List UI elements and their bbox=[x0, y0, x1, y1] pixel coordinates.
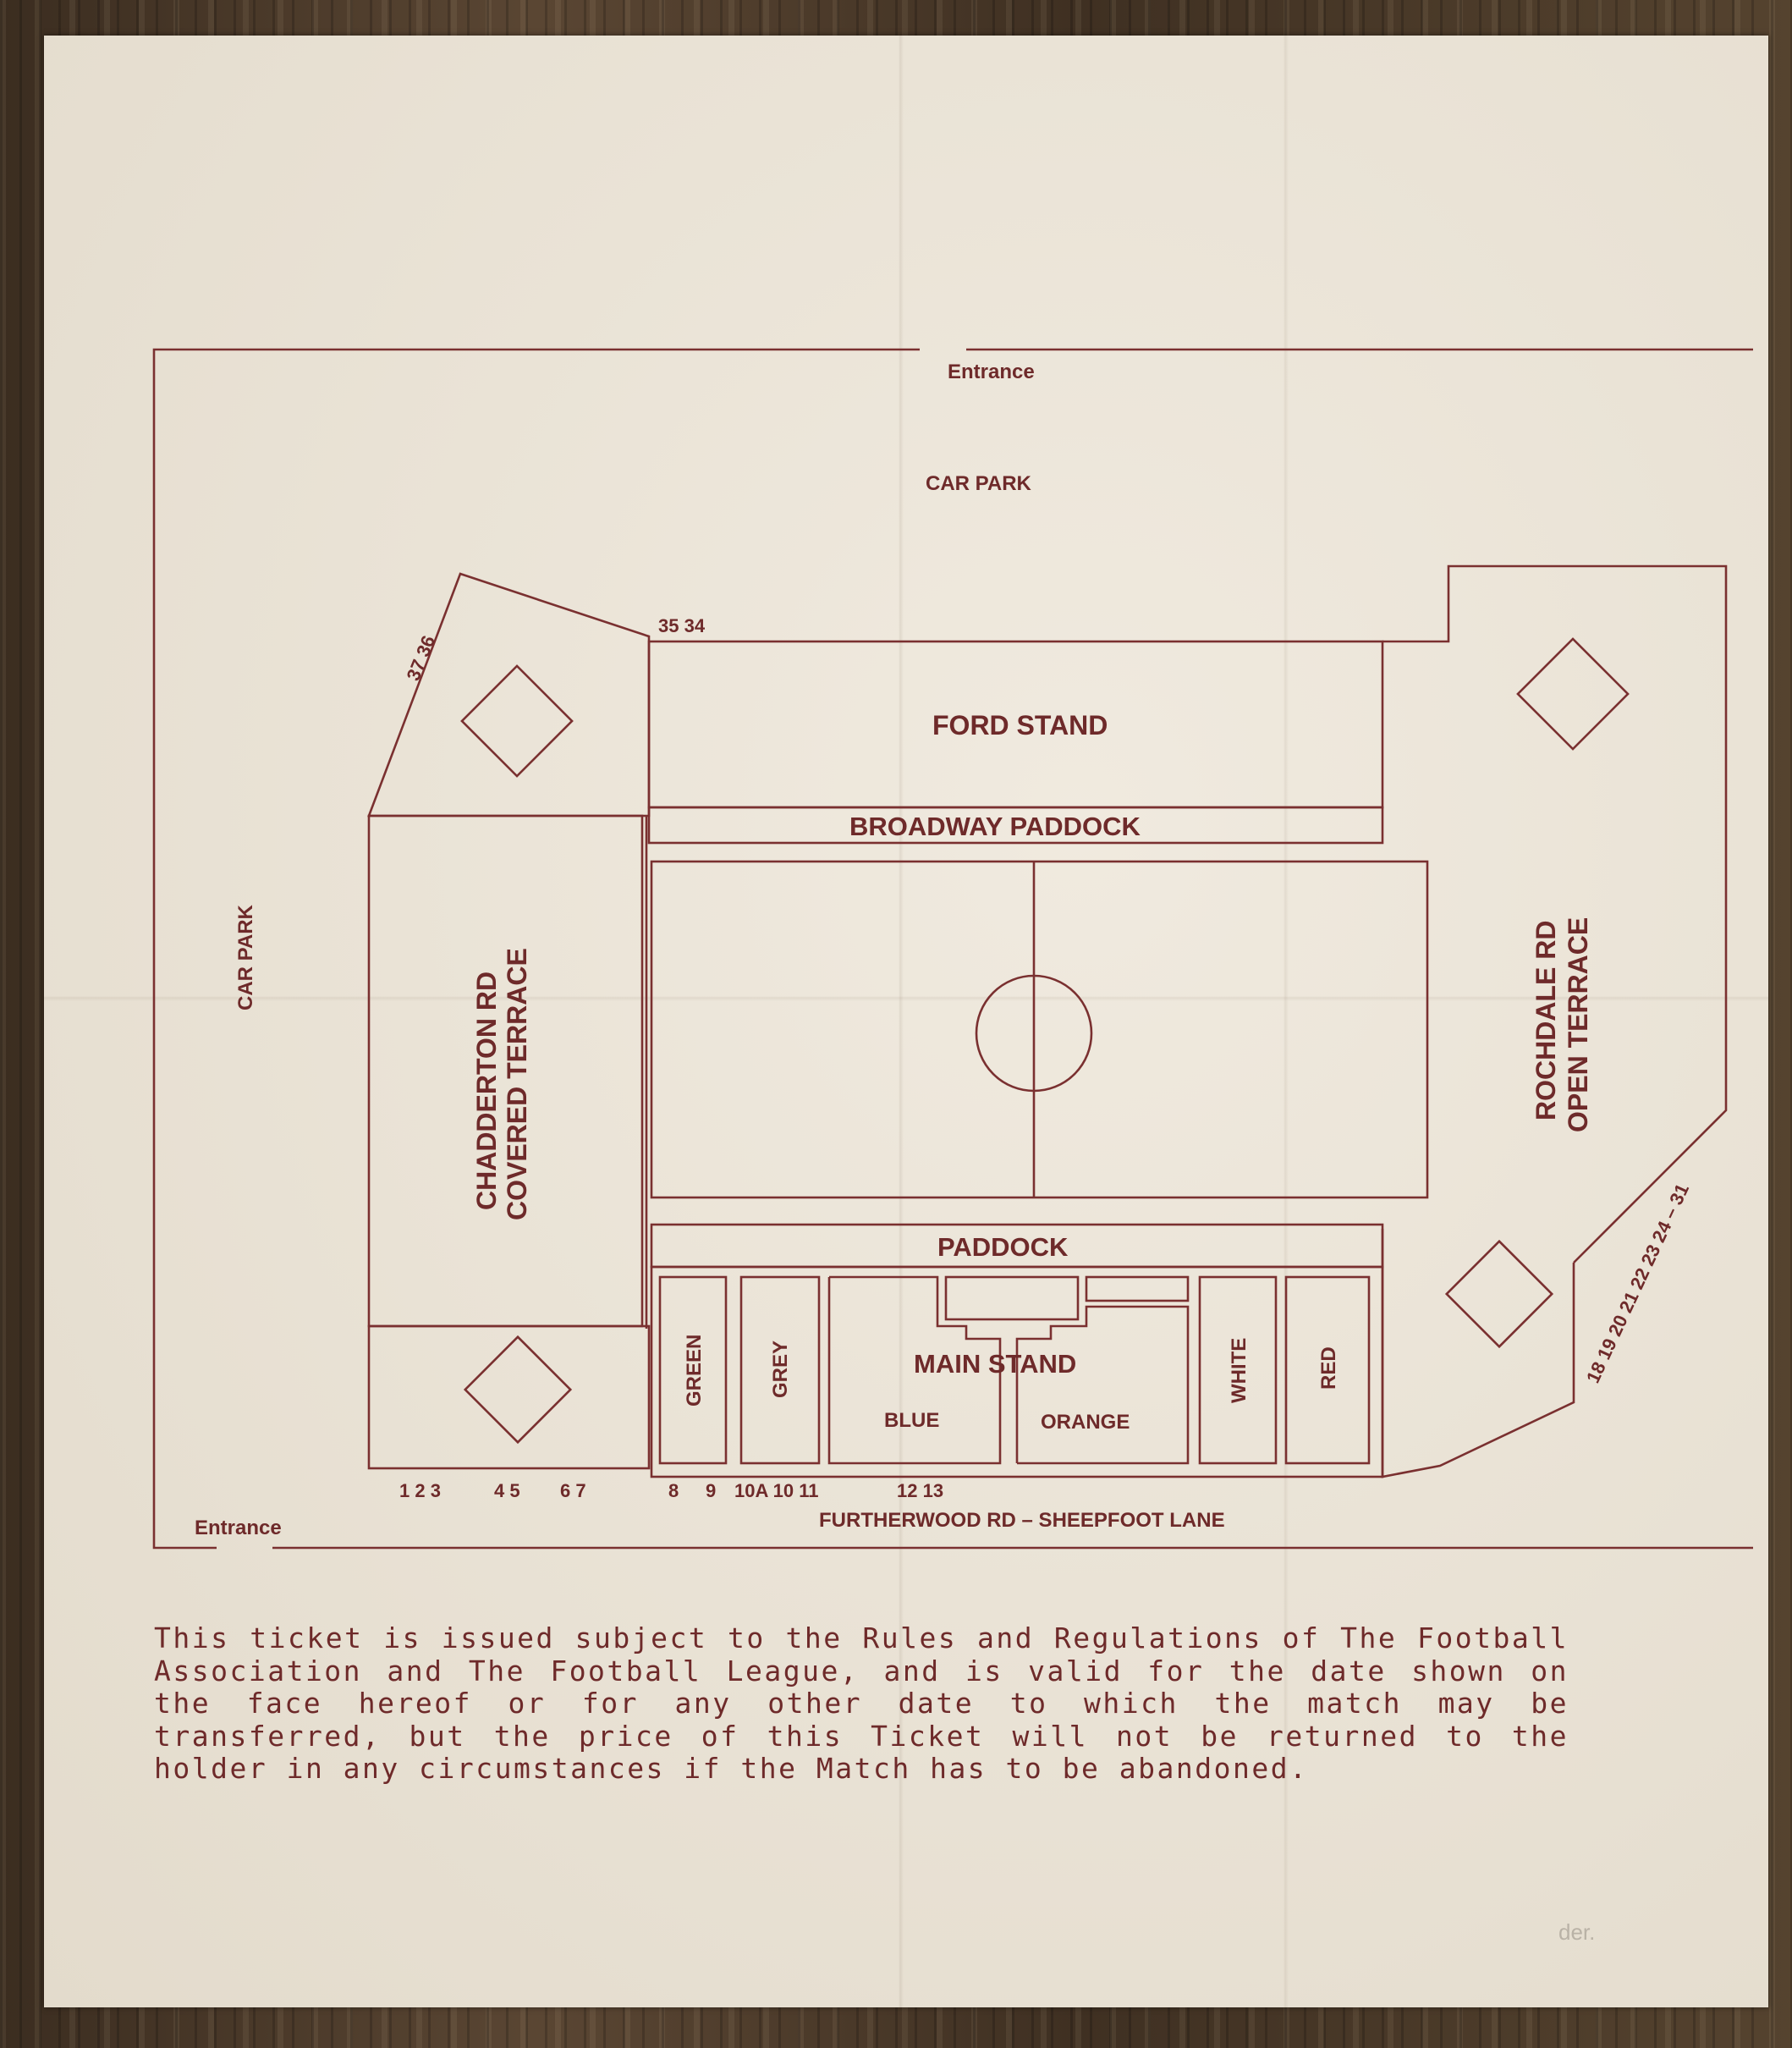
gate-numbers-35-34: 35 34 bbox=[658, 615, 706, 636]
centre-circle bbox=[975, 974, 1093, 1093]
green-label: GREEN bbox=[683, 1335, 706, 1407]
diamond-south-west bbox=[463, 1335, 573, 1445]
entrance-bottom-label: Entrance bbox=[195, 1517, 282, 1539]
gate-numbers-18-31: 18 19 20 21 22 23 24 – 31 bbox=[1582, 1181, 1693, 1386]
gate-numbers-6-7: 6 7 bbox=[560, 1480, 586, 1501]
gate-number-9: 9 bbox=[706, 1480, 716, 1501]
ground-boundary bbox=[152, 348, 1753, 1550]
ticket: Entrance CAR PARK CAR PARK FORD STAND BR… bbox=[44, 36, 1768, 2007]
blue-label: BLUE bbox=[884, 1409, 939, 1432]
section-red bbox=[1284, 1275, 1371, 1465]
chadderton-label-line2: COVERED TERRACE bbox=[502, 948, 532, 1220]
section-blue bbox=[827, 1275, 1002, 1465]
section-orange bbox=[1015, 1305, 1190, 1465]
section-box-a bbox=[944, 1275, 1080, 1321]
diamond-south-east bbox=[1444, 1239, 1554, 1349]
main-stand-block bbox=[650, 1265, 1384, 1478]
gate-numbers-4-5: 4 5 bbox=[494, 1480, 520, 1501]
section-white bbox=[1198, 1275, 1278, 1465]
chadderton-label-line1: CHADDERTON RD bbox=[471, 972, 502, 1210]
paddock-label: PADDOCK bbox=[937, 1232, 1069, 1262]
ticket-terms-text: This ticket is issued subject to the Rul… bbox=[154, 1621, 1569, 1785]
rochdale-label-line1: ROCHDALE RD bbox=[1531, 921, 1561, 1120]
gate-numbers-37-36: 37 36 bbox=[402, 632, 439, 683]
ford-stand-label: FORD STAND bbox=[932, 710, 1108, 740]
gate-numbers-10a-11: 10A 10 11 bbox=[734, 1480, 819, 1501]
south-east-corner bbox=[1381, 1229, 1575, 1478]
rochdale-label-line2: OPEN TERRACE bbox=[1563, 917, 1593, 1132]
diamond-north-east bbox=[1516, 637, 1630, 751]
orange-label: ORANGE bbox=[1041, 1411, 1130, 1434]
faint-mark: der. bbox=[1558, 1919, 1596, 1945]
gate-numbers-1-3: 1 2 3 bbox=[399, 1480, 441, 1501]
pitch bbox=[650, 860, 1429, 1199]
entrance-top-label: Entrance bbox=[948, 361, 1035, 383]
section-green bbox=[658, 1275, 728, 1465]
section-box-b bbox=[1085, 1275, 1190, 1302]
corner-north-west bbox=[367, 572, 651, 818]
section-grey bbox=[739, 1275, 821, 1465]
diamond-north-west bbox=[460, 664, 574, 778]
gate-numbers-12-13: 12 13 bbox=[897, 1480, 943, 1501]
gate-number-8: 8 bbox=[668, 1480, 679, 1501]
corner-south-west bbox=[367, 1324, 651, 1470]
broadway-paddock-block bbox=[647, 806, 1384, 845]
red-label: RED bbox=[1317, 1346, 1340, 1390]
car-park-top-label: CAR PARK bbox=[926, 472, 1032, 495]
stadium-map: Entrance CAR PARK CAR PARK FORD STAND BR… bbox=[152, 348, 1753, 1550]
road-label: FURTHERWOOD RD – SHEEPFOOT LANE bbox=[819, 1509, 1225, 1532]
white-label: WHITE bbox=[1228, 1338, 1251, 1403]
broadway-paddock-label: BROADWAY PADDOCK bbox=[849, 812, 1141, 841]
main-stand-label: MAIN STAND bbox=[914, 1349, 1076, 1379]
car-park-left-label: CAR PARK bbox=[234, 904, 257, 1010]
grey-label: GREY bbox=[769, 1341, 792, 1398]
